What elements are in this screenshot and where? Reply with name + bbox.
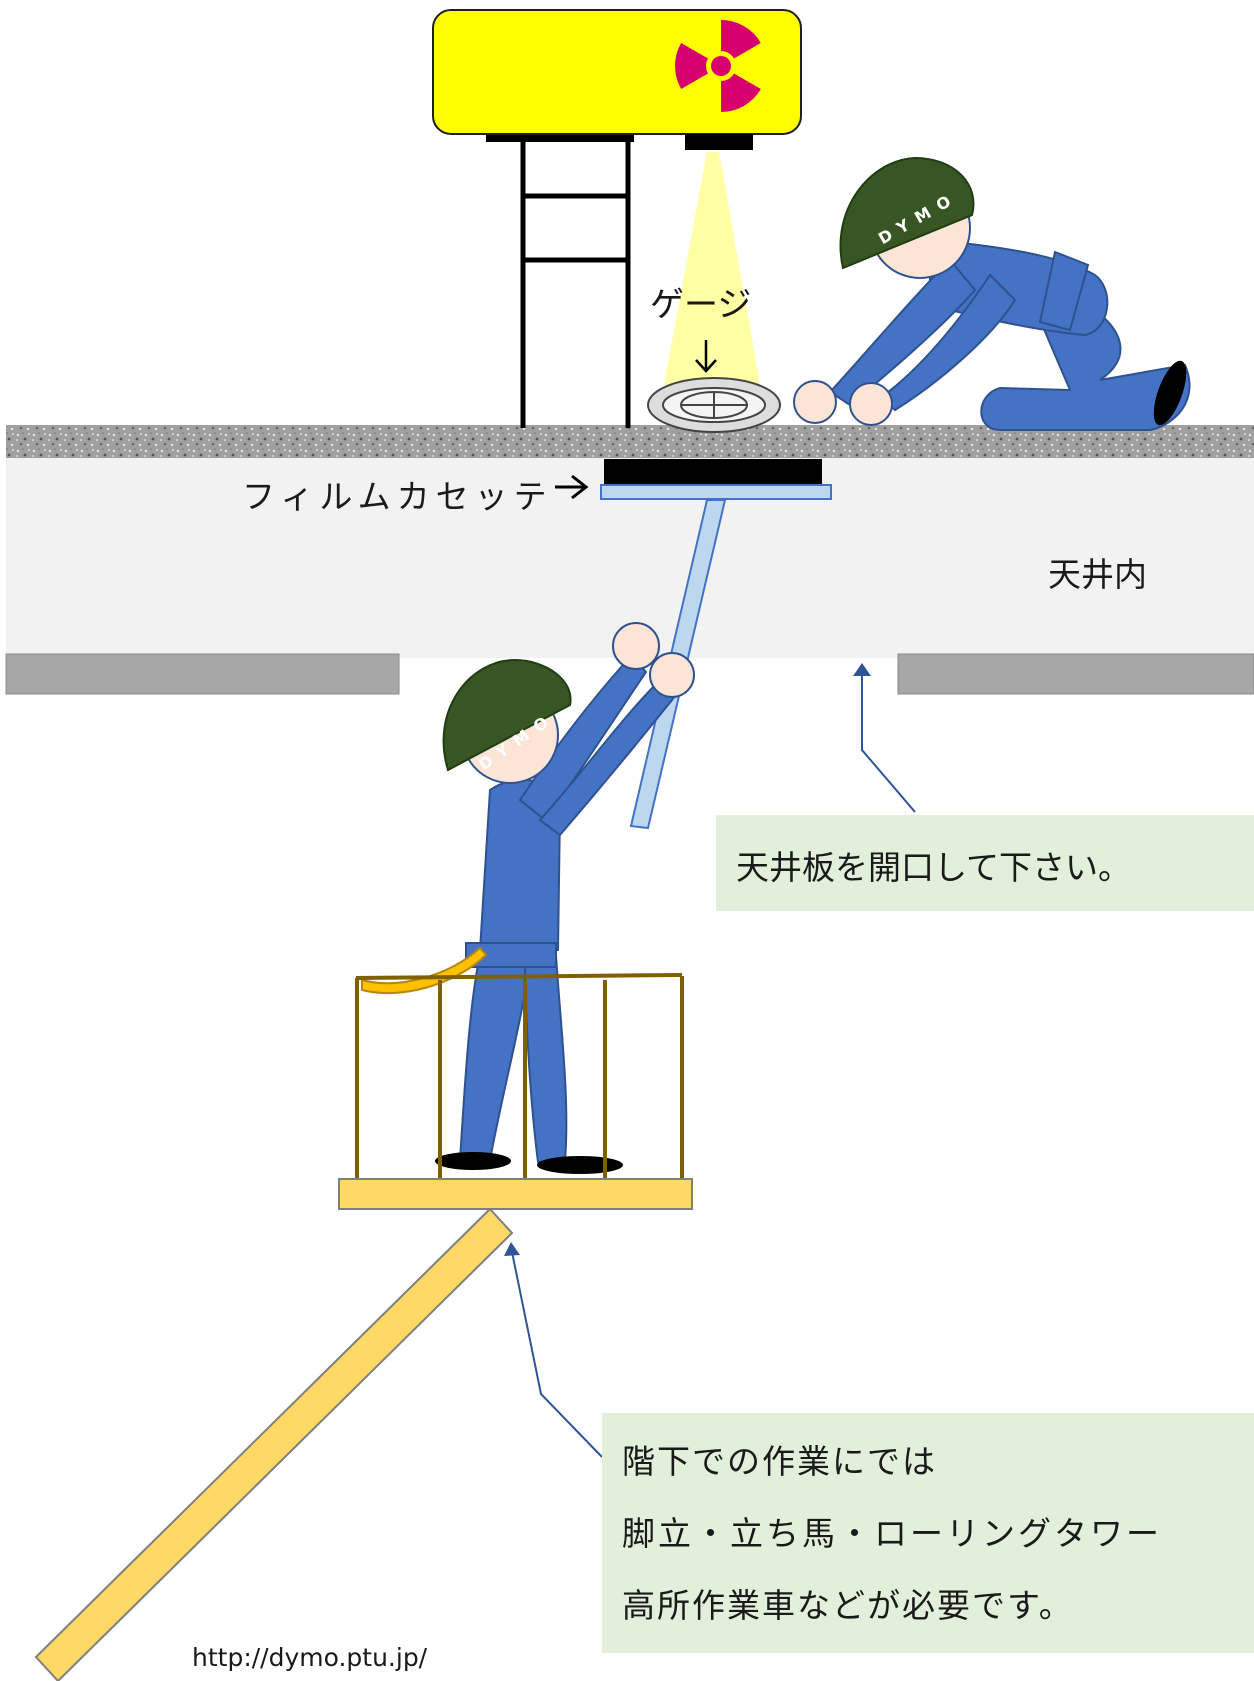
film-cassette-label: フィルムカセッテ <box>242 477 553 516</box>
source-url: http://dymo.ptu.jp/ <box>192 1643 428 1672</box>
safety-harness <box>361 946 488 994</box>
callout-line-ceiling <box>861 672 916 813</box>
work-below-line-2: 脚立・立ち馬・ローリングタワー <box>622 1514 1162 1553</box>
gauge-stand <box>486 134 634 428</box>
platform-railing <box>355 973 684 1178</box>
kneeling-worker: DYMO <box>793 156 1191 431</box>
arrow-icon <box>555 474 589 500</box>
gauge-label: ゲージ <box>650 285 752 325</box>
ceiling-board-right <box>897 653 1254 695</box>
callout-line-platform <box>511 1251 603 1458</box>
lift-boom <box>34 1207 514 1681</box>
arrow-icon <box>695 340 717 373</box>
arrow-icon <box>504 1242 520 1256</box>
open-ceiling-note: 天井板を開口して下さい。 <box>716 815 1254 911</box>
film-cassette <box>604 459 822 484</box>
gauge-device <box>647 377 781 433</box>
work-platform <box>338 1178 693 1210</box>
cassette-holder-plate <box>600 484 832 500</box>
ceiling-board-left <box>5 653 400 695</box>
radiation-icon <box>675 20 761 112</box>
gauge-source-window <box>685 134 753 150</box>
open-ceiling-note-text: 天井板を開口して下さい。 <box>736 848 1132 887</box>
work-below-line-3: 高所作業車などが必要です。 <box>622 1586 1074 1625</box>
arrow-icon <box>853 663 871 676</box>
gauge-body <box>432 9 802 135</box>
radiation-beam <box>664 152 760 385</box>
ceiling-inside-label: 天井内 <box>1048 555 1147 594</box>
work-below-note: 階下での作業にでは 脚立・立ち馬・ローリングタワー 高所作業車などが必要です。 <box>602 1413 1254 1653</box>
work-below-line-1: 階下での作業にでは <box>622 1442 937 1481</box>
standing-worker: DYMO <box>435 622 695 1174</box>
